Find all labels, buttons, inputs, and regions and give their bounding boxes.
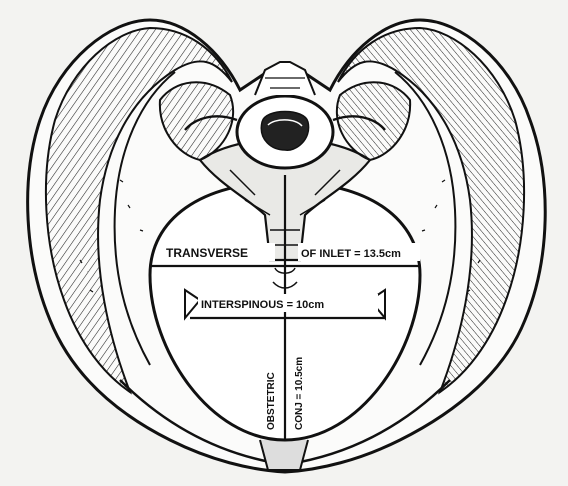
obstetric-label-line2: CONJ = 10.5cm	[294, 357, 305, 430]
obstetric-label-line1: OBSTETRIC	[266, 372, 277, 430]
interspinous-label: INTERSPINOUS = 10cm	[201, 299, 324, 311]
vertebral-foramen	[261, 112, 308, 151]
transverse-value-label: OF INLET = 13.5cm	[301, 248, 401, 260]
transverse-label: TRANSVERSE	[166, 246, 248, 260]
